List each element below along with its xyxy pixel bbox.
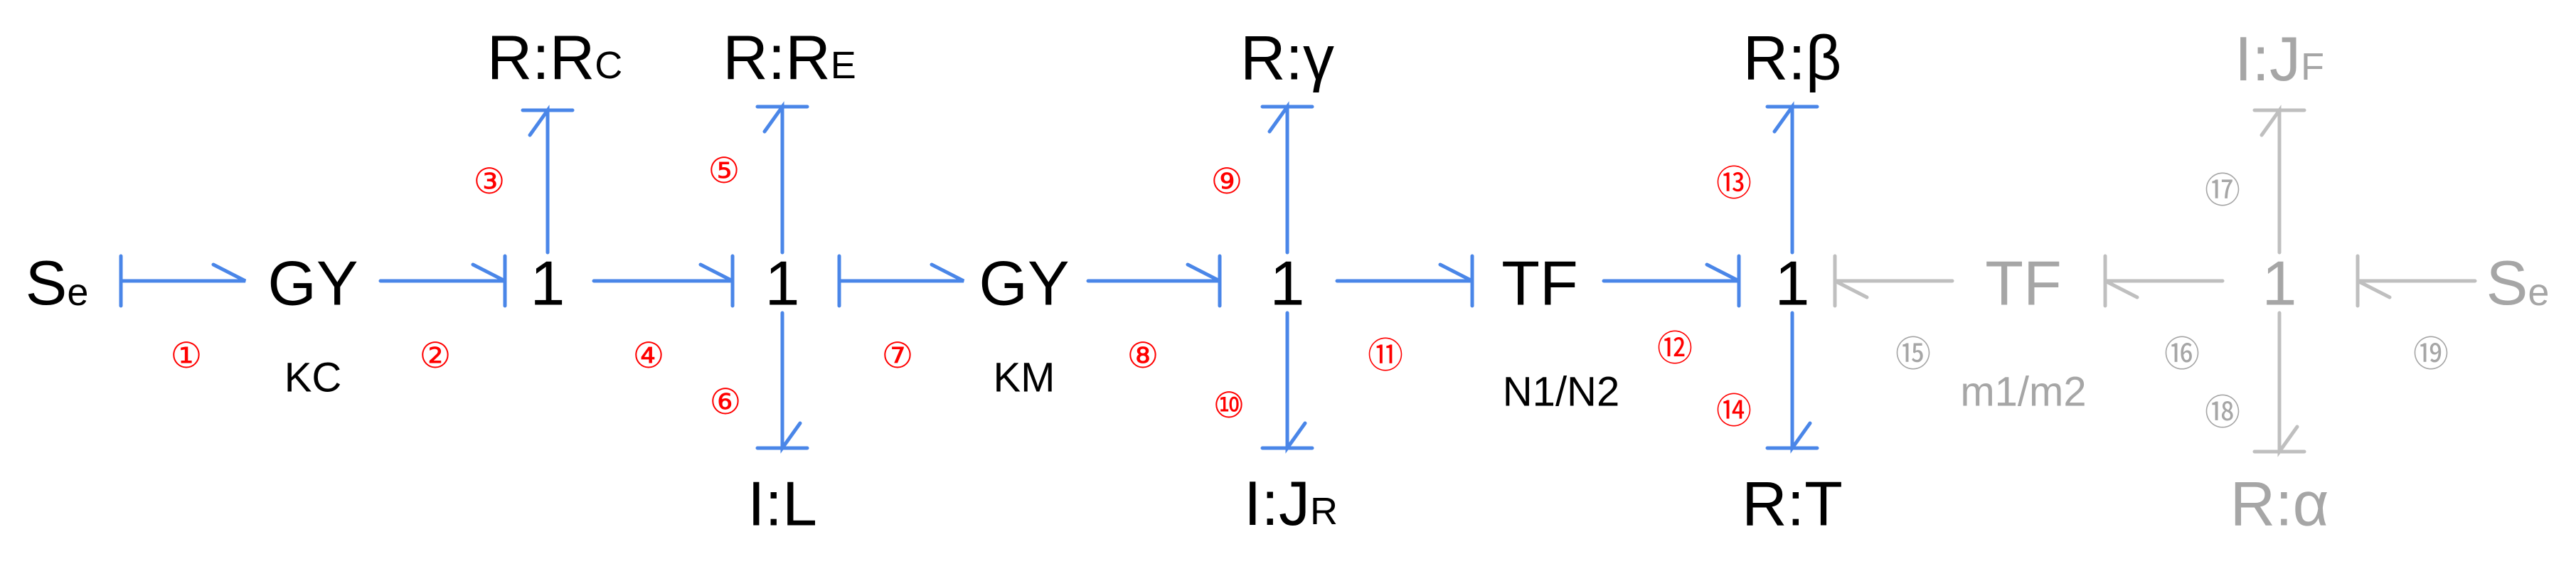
gyrator-2: GY — [979, 248, 1069, 318]
bond-5 — [755, 101, 809, 255]
bond-number-12: ⑫ — [1657, 328, 1693, 369]
resistor-rc-sub: C — [595, 44, 622, 87]
inertia-jf-main: I:J — [2235, 23, 2301, 94]
inertia-jf-sub: F — [2301, 46, 2324, 88]
bond-18 — [2252, 311, 2306, 457]
bond-number-6: ⑥ — [710, 381, 742, 422]
bond-12 — [1602, 254, 1741, 308]
bond-number-15: ⑮ — [1895, 334, 1931, 375]
bond-10 — [1260, 311, 1314, 454]
param-m1m2: m1/m2 — [1960, 368, 2086, 415]
resistor-rc: R:RC — [487, 22, 623, 92]
bond-group-faded — [1833, 105, 2477, 457]
bond-16 — [2103, 254, 2225, 308]
bond-number-10: ⑩ — [1213, 385, 1245, 426]
bond-number-7: ⑦ — [882, 335, 914, 376]
resistor-rc-main: R:R — [487, 22, 595, 92]
parameter-labels: KC KM N1/N2 m1/m2 — [284, 354, 2087, 415]
nodes-top: R:RC R:RE R:γ R:β I:JF — [487, 22, 2324, 94]
nodes-bottom: I:L I:JR R:T R:α — [747, 468, 2328, 538]
resistor-gamma: R:γ — [1240, 22, 1334, 92]
inertia-jr: I:JR — [1244, 468, 1338, 538]
one-junction-b: 1 — [765, 248, 800, 318]
inertia-jr-sub: R — [1310, 490, 1338, 533]
nodes-main-line: Se GY 1 1 GY 1 TF 1 TF 1 Se — [26, 248, 2550, 318]
resistor-t: R:T — [1742, 468, 1843, 538]
transformer-1: TF — [1501, 248, 1578, 318]
resistor-re: R:RE — [723, 22, 856, 92]
bond-number-18: ⑱ — [2205, 392, 2240, 433]
param-kc: KC — [284, 354, 342, 400]
one-junction-d: 1 — [1775, 248, 1810, 318]
bond-group-active — [119, 101, 1819, 454]
bond-19 — [2356, 254, 2477, 308]
bond-number-11: ⑪ — [1368, 335, 1403, 376]
source-effort-left-main: S — [26, 248, 68, 318]
source-effort-left: Se — [26, 248, 89, 318]
bond-2 — [378, 254, 507, 308]
bond-13 — [1765, 101, 1819, 255]
source-effort-right: Se — [2486, 248, 2550, 318]
bond-number-9: ⑨ — [1211, 161, 1243, 202]
resistor-alpha: R:α — [2230, 468, 2329, 538]
bond-15 — [1833, 254, 1954, 308]
bond-8 — [1086, 254, 1222, 308]
bond-number-4: ④ — [633, 335, 665, 376]
bond-numbers: ① ② ③ ④ ⑤ ⑥ ⑦ ⑧ ⑨ ⑩ ⑪ ⑫ ⑬ ⑭ ⑮ ⑯ ⑰ ⑱ ⑲ — [171, 150, 2449, 433]
bond-number-14: ⑭ — [1716, 390, 1752, 432]
one-junction-c: 1 — [1270, 248, 1305, 318]
bond-number-1: ① — [171, 335, 203, 376]
bond-17 — [2252, 105, 2306, 255]
bond-number-16: ⑯ — [2164, 334, 2200, 375]
source-effort-right-main: S — [2486, 248, 2528, 318]
bond-number-17: ⑰ — [2205, 170, 2240, 211]
bond-14 — [1765, 311, 1819, 454]
source-effort-right-sub: e — [2528, 271, 2549, 314]
gyrator-1: GY — [267, 248, 358, 318]
inertia-jf: I:JF — [2235, 23, 2324, 94]
bond-number-13: ⑬ — [1716, 163, 1752, 204]
bond-11 — [1335, 254, 1474, 308]
bond-number-5: ⑤ — [708, 150, 740, 191]
bond-number-2: ② — [420, 335, 452, 376]
one-junction-a: 1 — [531, 248, 565, 318]
inertia-jr-main: I:J — [1244, 468, 1310, 538]
bonds — [119, 101, 2477, 457]
resistor-re-sub: E — [831, 44, 856, 87]
bond-9 — [1260, 101, 1314, 255]
inertia-l: I:L — [747, 468, 817, 538]
source-effort-left-sub: e — [67, 271, 88, 314]
bond-7 — [837, 254, 965, 308]
bond-1 — [119, 254, 247, 308]
bond-number-19: ⑲ — [2413, 334, 2449, 375]
transformer-2: TF — [1985, 248, 2062, 318]
bond-3 — [521, 105, 575, 255]
bond-number-8: ⑧ — [1127, 335, 1159, 376]
bond-4 — [592, 254, 735, 308]
one-junction-e: 1 — [2262, 248, 2297, 318]
resistor-beta: R:β — [1743, 22, 1842, 92]
bond-6 — [755, 311, 809, 454]
bond-number-3: ③ — [474, 161, 506, 202]
resistor-re-main: R:R — [723, 22, 831, 92]
param-km: KM — [994, 354, 1055, 400]
param-n1n2: N1/N2 — [1503, 368, 1619, 415]
